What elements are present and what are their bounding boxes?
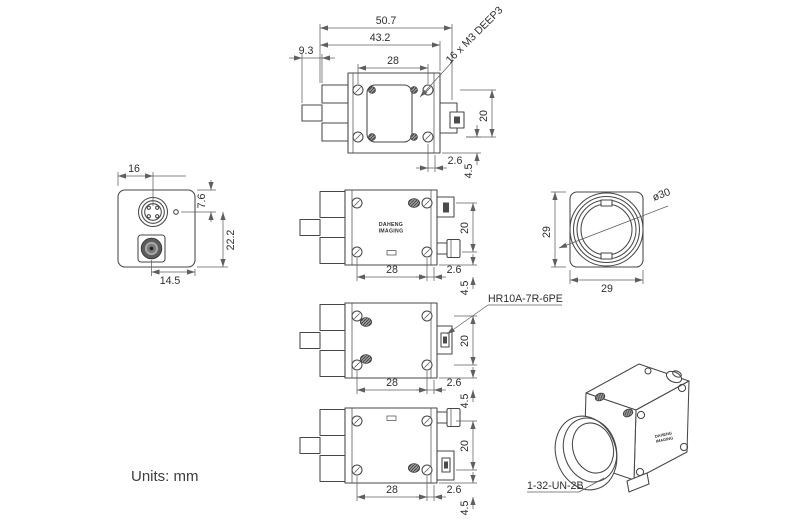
dim-4-5-side-c: 4.5 (459, 501, 471, 516)
iso-lens (554, 415, 618, 491)
iso-view: DAHENG IMAGING 1-32-UN-2B (527, 363, 690, 493)
dim-14-5-back: 14.5 (160, 275, 181, 287)
dim-4-5-top: 4.5 (463, 164, 475, 179)
front-view: ø30 29 29 (541, 186, 672, 295)
iso-thread-callout: 1-32-UN-2B (527, 477, 605, 493)
front-view-lens-mount (569, 192, 644, 267)
side-c-body (344, 407, 438, 484)
iso-logo: DAHENG IMAGING (654, 430, 673, 443)
back-view-led-indicator (173, 209, 179, 215)
dim-28-side-b: 28 (386, 377, 398, 389)
dim-20-side-b: 20 (459, 335, 471, 347)
units-label: Units: mm (131, 468, 199, 485)
back-view-dimensions: 16 7.6 22.2 14.5 (117, 163, 237, 287)
side-b-body (344, 302, 438, 379)
side-view-mid: 28 2.6 4.5 20 HR10A-7R-6PE (299, 293, 563, 409)
dim-9-3: 9.3 (299, 45, 314, 57)
dim-29-height: 29 (541, 226, 553, 238)
side-view-bottom: 28 2.6 4.5 20 (299, 407, 477, 516)
iso-screws (594, 367, 689, 477)
top-view-connector (439, 102, 465, 134)
dim-22-2-back: 22.2 (225, 230, 237, 251)
side-a-connectors (436, 196, 461, 259)
dim-dia-30: ø30 (651, 186, 672, 204)
side-c-dimensions: 28 2.6 4.5 20 (356, 420, 477, 516)
side-b-hr10a-connector (436, 325, 453, 355)
front-view-dimensions: ø30 29 29 (541, 186, 672, 295)
back-view-coax-connector (137, 234, 166, 263)
dim-4-5-side-b: 4.5 (459, 394, 471, 409)
top-view-body (347, 72, 441, 154)
hr10a-connector-label: HR10A-7R-6PE (488, 293, 563, 305)
top-view: 50.7 43.2 9.3 28 20 2.6 (289, 4, 505, 178)
side-a-body: DAHENG IMAGING (344, 189, 438, 266)
side-a-lens-profile (299, 190, 346, 265)
side-a-dimensions: 28 2.6 4.5 20 (356, 202, 477, 296)
thread-spec-label: 1-32-UN-2B (527, 480, 584, 492)
iso-logo-line1: DAHENG (654, 430, 672, 438)
dim-2-6-side-b: 2.6 (447, 377, 462, 389)
dim-28-side-c: 28 (386, 484, 398, 496)
top-view-lens-profile (301, 84, 349, 142)
dim-7-6-back: 7.6 (196, 194, 208, 209)
side-c-lens-profile (299, 408, 346, 483)
dim-20-side-c: 20 (459, 440, 471, 452)
dim-16-back: 16 (128, 163, 140, 175)
dim-20-side-a: 20 (459, 222, 471, 234)
dim-4-5-side-a: 4.5 (459, 281, 471, 296)
dim-28-side-a: 28 (386, 264, 398, 276)
dim-43-2: 43.2 (370, 32, 391, 44)
dim-50-7: 50.7 (376, 15, 397, 27)
side-b-lens-profile (299, 303, 346, 378)
iso-logo-line2: IMAGING (655, 435, 673, 444)
dim-20-top: 20 (478, 110, 490, 122)
brand-logo-line2: IMAGING (379, 229, 404, 235)
brand-logo-line1: DAHENG (379, 222, 403, 228)
dim-28-top: 28 (387, 55, 399, 67)
dim-2-6-side-a: 2.6 (447, 264, 462, 276)
note-m3-holes: 16 x M3 DEEP3 (444, 4, 506, 66)
side-c-connectors (436, 407, 461, 481)
dim-2-6-side-c: 2.6 (447, 484, 462, 496)
dim-2-6-top: 2.6 (448, 155, 463, 167)
side-view-top: DAHENG IMAGING 28 2.6 4.5 (299, 189, 477, 296)
back-view: 16 7.6 22.2 14.5 (117, 163, 237, 287)
side-b-dimensions: 28 2.6 4.5 20 HR10A-7R-6PE (356, 293, 563, 409)
dim-29-width: 29 (601, 283, 613, 295)
